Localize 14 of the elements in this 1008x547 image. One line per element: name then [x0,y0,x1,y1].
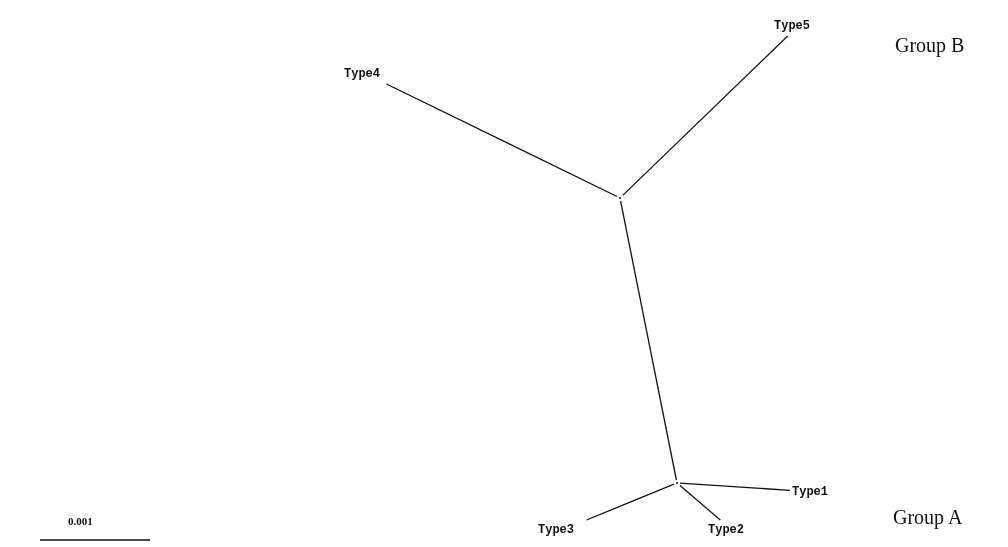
tree-branch [585,483,675,521]
taxon-label: Type3 [538,522,574,538]
tree-branch [679,482,791,491]
taxon-label: Type1 [792,484,828,500]
taxon-label: Type4 [344,66,380,82]
tree-branch [622,35,789,196]
tree-branch [385,83,618,198]
group-label: Group B [895,34,965,57]
taxon-label: Type2 [708,522,744,538]
taxon-label: Type5 [774,18,810,34]
tree-branch [679,484,721,521]
tree-branch [619,200,678,481]
group-label: Group A [893,506,963,529]
scale-label: 0.001 [68,515,93,527]
